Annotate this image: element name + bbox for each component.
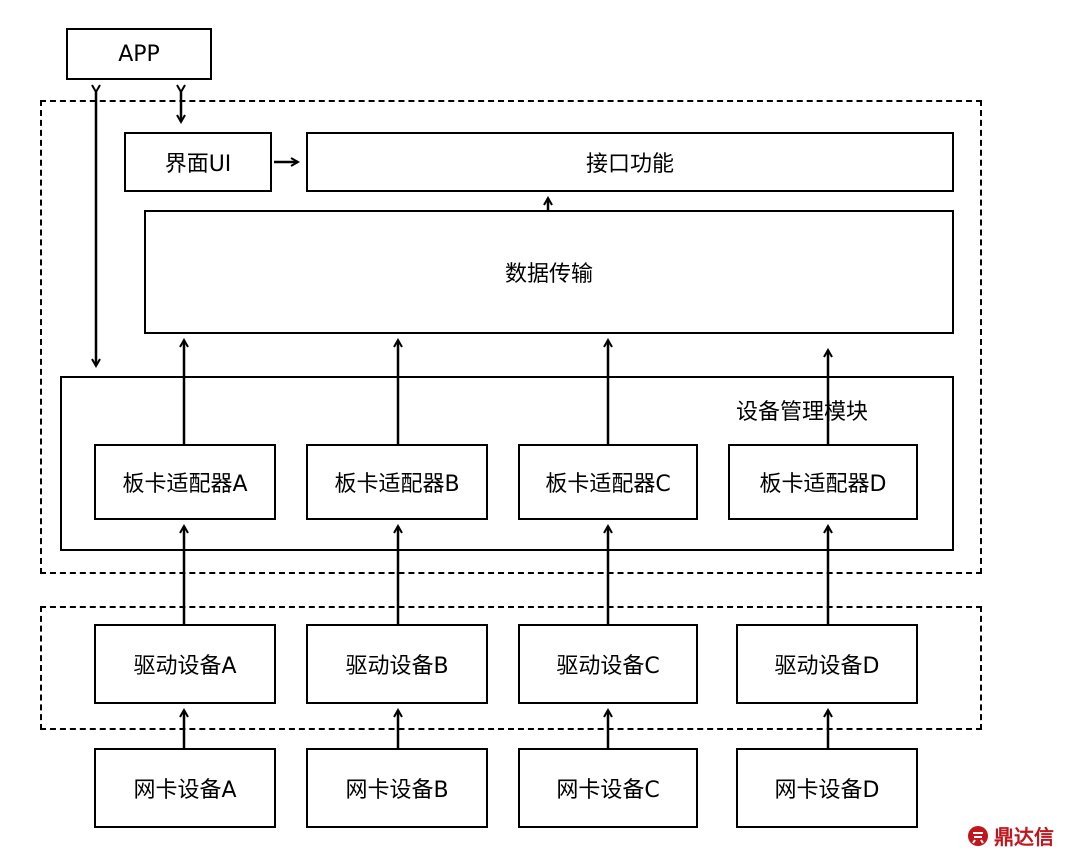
adapter-b-box: 板卡适配器B	[306, 444, 488, 520]
adapter-d-box: 板卡适配器D	[728, 444, 918, 520]
driver-region	[40, 606, 982, 730]
nic-a-label: 网卡设备A	[133, 778, 237, 803]
transfer-label: 数据传输	[504, 262, 593, 287]
interface-label: 接口功能	[585, 152, 674, 177]
nic-d-label: 网卡设备D	[774, 778, 880, 803]
watermark-icon	[968, 825, 988, 846]
app-label: APP	[118, 41, 160, 67]
watermark-text: 鼎达信	[994, 825, 1054, 849]
software-region	[40, 100, 982, 574]
nic-b-box: 网卡设备B	[306, 748, 488, 828]
adapter-c-label: 板卡适配器C	[545, 472, 671, 497]
ui-label: 界面UI	[164, 152, 232, 177]
nic-c-label: 网卡设备C	[556, 778, 660, 803]
nic-b-label: 网卡设备B	[345, 778, 449, 803]
driver-b-box: 驱动设备B	[306, 624, 488, 704]
driver-c-label: 驱动设备C	[556, 654, 660, 679]
driver-a-box: 驱动设备A	[94, 624, 276, 704]
nic-c-box: 网卡设备C	[518, 748, 698, 828]
adapter-a-box: 板卡适配器A	[94, 444, 276, 520]
ui-box: 界面UI	[124, 132, 272, 192]
adapter-b-label: 板卡适配器B	[334, 472, 460, 497]
driver-a-label: 驱动设备A	[133, 654, 237, 679]
nic-d-box: 网卡设备D	[736, 748, 918, 828]
device-management-label: 设备管理模块	[736, 400, 869, 425]
adapter-a-label: 板卡适配器A	[122, 472, 248, 497]
driver-d-box: 驱动设备D	[736, 624, 918, 704]
app-box: APP	[66, 28, 212, 80]
driver-b-label: 驱动设备B	[345, 654, 449, 679]
adapter-c-box: 板卡适配器C	[518, 444, 698, 520]
adapter-d-label: 板卡适配器D	[759, 472, 887, 497]
driver-d-label: 驱动设备D	[774, 654, 880, 679]
interface-box: 接口功能	[306, 132, 954, 192]
driver-c-box: 驱动设备C	[518, 624, 698, 704]
transfer-box: 数据传输	[144, 210, 954, 334]
watermark-logo: 鼎达信	[966, 821, 1054, 850]
nic-a-box: 网卡设备A	[94, 748, 276, 828]
